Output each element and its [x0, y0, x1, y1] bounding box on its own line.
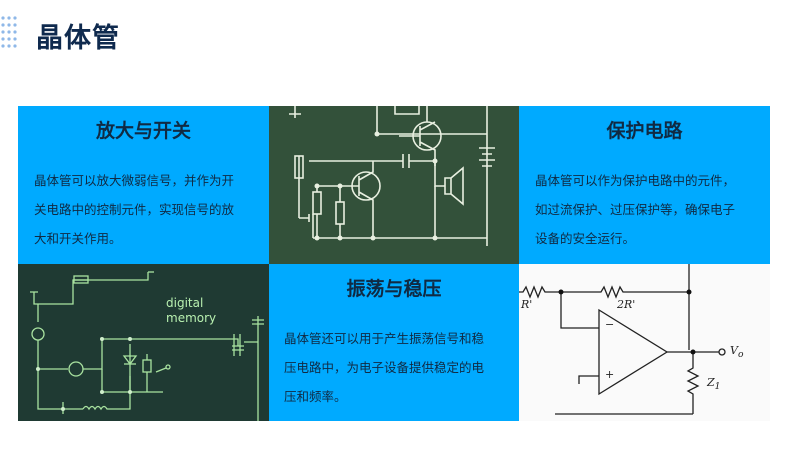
card-oscillation-regulation: 振荡与稳压 晶体管还可以用于产生振荡信号和稳 压电路中，为电子设备提供稳定的电 … — [269, 264, 519, 421]
feature-grid: 放大与开关 晶体管可以放大微弱信号，并作为开 关电路中的控制元件，实现信号的放 … — [18, 106, 770, 421]
card-title: 保护电路 — [606, 120, 683, 142]
zener-subscript: 1 — [714, 381, 721, 393]
card-description: 晶体管可以作为保护电路中的元件， 如过流保护、过压保护等，确保电子 设备的安全运… — [535, 166, 763, 253]
dot-grid-icon — [1, 16, 17, 48]
output-voltage-subscript: o — [737, 349, 744, 361]
card-description-line: 晶体管可以放大微弱信号，并作为开 — [34, 173, 235, 188]
card-title: 振荡与稳压 — [346, 278, 442, 300]
card-description-line: 设备的安全运行。 — [535, 231, 636, 246]
memory-label-line1: digital — [166, 296, 204, 310]
card-description-line: 晶体管还可以用于产生振荡信号和稳 — [284, 331, 485, 346]
card-amplify-switch: 放大与开关 晶体管可以放大微弱信号，并作为开 关电路中的控制元件，实现信号的放 … — [18, 106, 269, 264]
card-description-line: 压和频率。 — [284, 389, 347, 404]
card-protection-circuit: 保护电路 晶体管可以作为保护电路中的元件， 如过流保护、过压保护等，确保电子 设… — [519, 106, 770, 264]
output-voltage-label: Vo — [730, 344, 743, 360]
digital-memory-board-image: digital memory — [18, 264, 269, 421]
card-description-line: 关电路中的控制元件，实现信号的放 — [34, 202, 235, 217]
card-description-line: 晶体管可以作为保护电路中的元件， — [535, 173, 736, 188]
zener-symbol: Z — [707, 376, 715, 389]
output-voltage-symbol: V — [730, 344, 738, 357]
memory-label: digital memory — [166, 296, 216, 326]
resistor-label-2r: 2R' — [617, 298, 636, 311]
inverting-input-label: − — [605, 318, 615, 331]
transistor-circuit-drawing — [269, 106, 519, 264]
card-description: 晶体管还可以用于产生振荡信号和稳 压电路中，为电子设备提供稳定的电 压和频率。 — [284, 324, 512, 411]
card-description-line: 如过流保护、过压保护等，确保电子 — [535, 202, 736, 217]
memory-label-line2: memory — [166, 311, 217, 325]
card-title: 放大与开关 — [95, 120, 191, 142]
opamp-circuit-drawing — [519, 264, 770, 421]
card-description: 晶体管可以放大微弱信号，并作为开 关电路中的控制元件，实现信号的放 大和开关作用… — [34, 166, 260, 253]
noninverting-input-label: + — [605, 368, 615, 381]
zener-label: Z1 — [707, 376, 720, 392]
card-description-line: 压电路中，为电子设备提供稳定的电 — [284, 360, 485, 375]
opamp-schematic-image: R' 2R' − + Vo Z1 — [519, 264, 770, 421]
memory-circuit-drawing — [18, 264, 269, 421]
card-description-line: 大和开关作用。 — [34, 231, 122, 246]
page-title: 晶体管 — [36, 23, 120, 54]
chalkboard-circuit-image — [269, 106, 519, 264]
resistor-label-r: R' — [521, 298, 533, 311]
